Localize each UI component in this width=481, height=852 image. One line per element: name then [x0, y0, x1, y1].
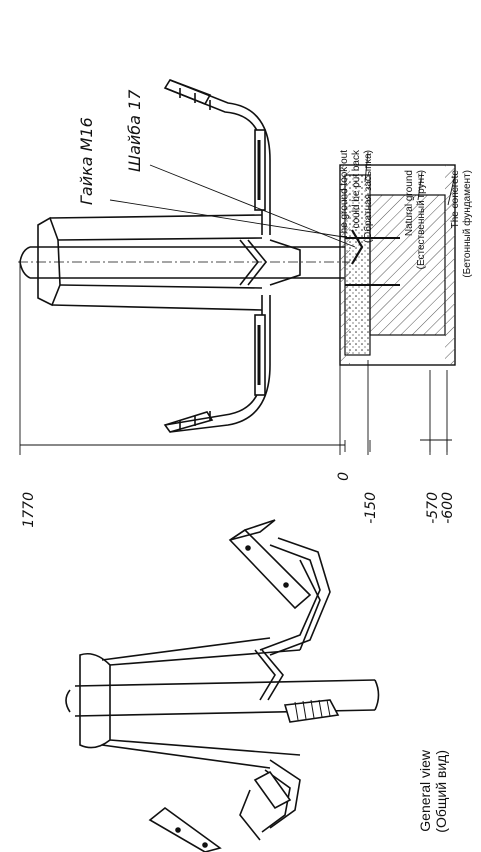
general-view-label-ru: (Общий вид): [433, 750, 449, 833]
backfill-label-en-2: could be put back: [351, 149, 362, 228]
dimension-lines: [19, 260, 452, 455]
concrete-label-ru: (Бетонный фундамент): [461, 170, 473, 278]
general-view-label-en: General view: [417, 749, 433, 832]
dim-height: 1770: [21, 492, 37, 528]
dim-foundation-depth: -600: [440, 492, 456, 524]
natural-ground-label-en: Natural ground: [404, 170, 415, 236]
concrete-label-en: The concrete: [450, 170, 461, 229]
section-view: Гайка М16 Шайба 17 The ground took out c…: [18, 79, 473, 528]
dim-upper-depth: -570: [425, 492, 441, 524]
lower-arm: [163, 295, 271, 433]
backfill-label-en-1: The ground took out: [339, 150, 350, 240]
backfill-label-ru: (Обратная засыпка): [362, 150, 374, 243]
foundation: [339, 164, 456, 366]
upper-arm: [163, 79, 271, 235]
v-support: [239, 239, 301, 286]
general-view: [65, 519, 380, 852]
natural-ground-label-ru: (Естественный грунт): [416, 170, 427, 269]
washer-label: Шайба 17: [125, 89, 144, 172]
nut-label: Гайка М16: [77, 117, 96, 205]
top-hub: [37, 214, 263, 311]
dim-backfill-depth: -150: [363, 492, 379, 524]
dim-ground-level: 0: [336, 472, 352, 481]
leader-lines: [109, 151, 456, 248]
